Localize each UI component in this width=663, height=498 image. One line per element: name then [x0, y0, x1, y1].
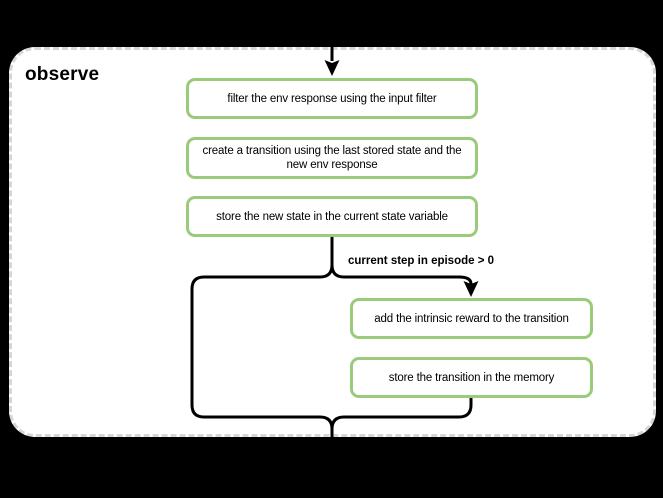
flow-node-label: create a transition using the last store… — [202, 145, 462, 171]
flow-node-create-transition: create a transition using the last store… — [186, 137, 478, 179]
flow-node-label: store the transition in the memory — [388, 371, 555, 384]
flow-node-filter-env-response: filter the env response using the input … — [186, 78, 478, 119]
flow-node-store-transition: store the transition in the memory — [350, 357, 593, 398]
condition-label: current step in episode > 0 — [348, 255, 495, 267]
flow-node-label: add the intrinsic reward to the transiti… — [374, 312, 569, 325]
flow-node-add-intrinsic-reward: add the intrinsic reward to the transiti… — [350, 298, 593, 339]
flow-node-store-new-state: store the new state in the current state… — [186, 196, 478, 237]
page-title: observe — [25, 64, 100, 85]
flow-node-label: filter the env response using the input … — [227, 92, 437, 105]
flow-node-label: store the new state in the current state… — [216, 210, 448, 223]
